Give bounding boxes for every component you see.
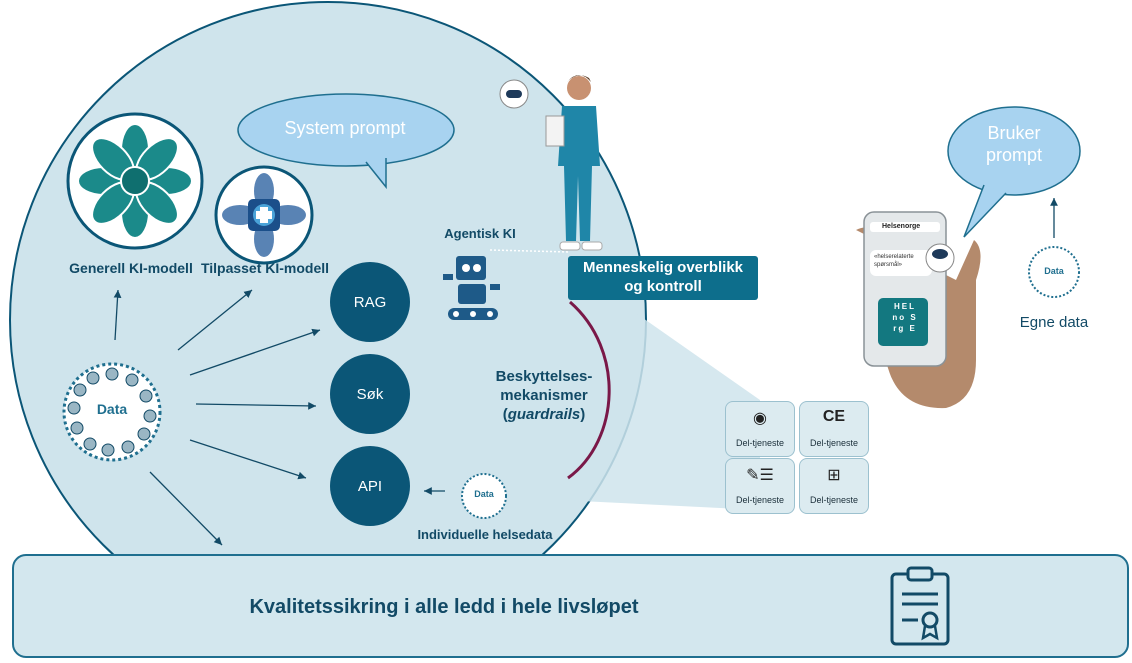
user-prompt-bubble bbox=[947, 106, 1081, 238]
user-prompt-line2: prompt bbox=[985, 145, 1043, 165]
subservice-2: CE Del-tjeneste bbox=[799, 401, 869, 457]
quality-banner-text: Kvalitetssikring i alle ledd i hele livs… bbox=[249, 596, 639, 618]
individual-data-label: Individuelle helsedata bbox=[417, 527, 553, 542]
phone-message: «helserelaterte spørsmål» bbox=[874, 254, 914, 268]
search-node: Søk bbox=[330, 354, 410, 434]
helsenorge-logo-line2: no S bbox=[892, 313, 918, 322]
human-oversight-box: Menneskelig overblikk og kontroll bbox=[568, 256, 758, 300]
human-oversight-line1: Menneskelig overblikk bbox=[582, 259, 744, 276]
syringe-list-icon: ✎☰ bbox=[746, 467, 774, 484]
system-prompt-bubble bbox=[237, 93, 455, 190]
subservice-2-label: Del-tjeneste bbox=[809, 438, 859, 448]
api-node: API bbox=[330, 446, 410, 526]
subservice-1-label: Del-tjeneste bbox=[735, 438, 785, 448]
certificate-clipboard-icon bbox=[890, 566, 950, 646]
health-worker-figure bbox=[499, 75, 603, 251]
own-data-label: Egne data bbox=[1019, 314, 1089, 331]
general-model-flower-icon bbox=[66, 112, 204, 250]
general-model-label: Generell KI-modell bbox=[69, 260, 193, 276]
subservice-4-label: Del-tjeneste bbox=[809, 495, 859, 505]
data-ring-icon bbox=[62, 362, 162, 462]
subservice-3-label: Del-tjeneste bbox=[735, 495, 785, 505]
guardrails-line3: (guardrails) bbox=[502, 406, 586, 423]
individual-data-center: Data bbox=[474, 489, 494, 499]
individual-data-ring-icon bbox=[461, 473, 507, 519]
guardrails-line1: Beskyttelses- bbox=[495, 368, 593, 385]
robot-chat-icon: ◉ bbox=[753, 410, 767, 427]
hand-holding-phone bbox=[856, 211, 981, 409]
custom-model-label: Tilpasset KI-modell bbox=[200, 260, 330, 276]
own-data-ring-icon bbox=[1028, 246, 1080, 298]
guardrails-word: guardrails bbox=[507, 406, 581, 423]
own-data-center: Data bbox=[1044, 266, 1064, 276]
helsenorge-logo-line1: HEL bbox=[894, 302, 916, 311]
phone-app-name: Helsenorge bbox=[882, 223, 921, 230]
quality-banner: Kvalitetssikring i alle ledd i hele livs… bbox=[12, 554, 1129, 658]
user-prompt-line1: Bruker bbox=[987, 123, 1041, 143]
structure-icon: ⊞ bbox=[827, 467, 841, 484]
subservice-4: ⊞ Del-tjeneste bbox=[799, 458, 869, 514]
agent-label: Agentisk KI bbox=[444, 226, 516, 241]
rag-node: RAG bbox=[330, 262, 410, 342]
ce-mark-icon: CE bbox=[822, 408, 846, 425]
human-oversight-line2: og kontroll bbox=[624, 278, 702, 295]
robot-icon bbox=[443, 256, 500, 320]
subservice-3: ✎☰ Del-tjeneste bbox=[725, 458, 795, 514]
custom-model-medical-icon bbox=[214, 165, 314, 265]
helsenorge-logo-line3: rg E bbox=[893, 324, 917, 333]
data-center-label: Data bbox=[96, 401, 128, 417]
system-prompt-text: System prompt bbox=[284, 118, 406, 138]
guardrails-line2: mekanismer bbox=[500, 387, 588, 404]
subservice-1: ◉ Del-tjeneste bbox=[725, 401, 795, 457]
